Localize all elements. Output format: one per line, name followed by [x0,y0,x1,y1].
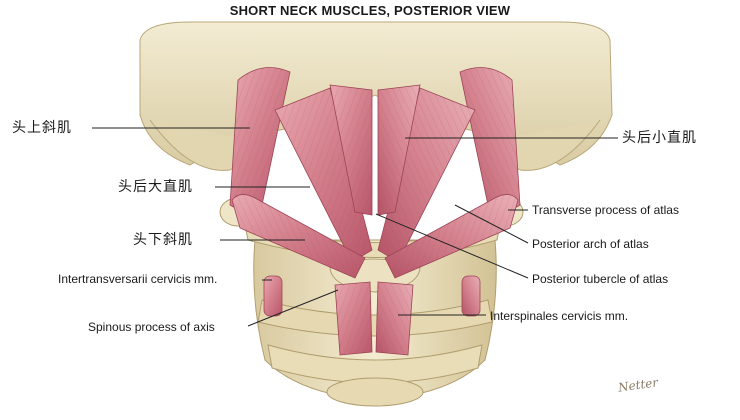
obliquus-inferior-right-fibers [385,194,518,278]
intertransversarii-left [263,275,283,317]
label-posterior-tubercle: Posterior tubercle of atlas [532,272,669,286]
interspinales-left-fibers [335,282,372,355]
obliquus-superior-right-fibers [460,67,520,210]
label-rectus-capitis-posterior-minor: 头后小直肌 [622,130,697,146]
obliquus-inferior-left-fibers [232,194,365,278]
diagram-title: SHORT NECK MUSCLES, POSTERIOR VIEW [229,3,511,18]
label-obliquus-capitis-superior: 头上斜肌 [12,120,72,136]
label-obliquus-capitis-inferior: 头下斜肌 [133,232,193,248]
rectus-major-left-fibers [275,88,372,262]
label-intertransversarii: Intertransversarii cervicis mm. [58,272,218,286]
interspinales-right-fibers [376,282,413,355]
rectus-minor-left-fibers [330,85,372,215]
label-posterior-arch: Posterior arch of atlas [532,237,649,251]
leader-posterior-arch [454,204,529,244]
leader-spinous-process [247,289,339,327]
leader-lines [92,127,618,327]
rectus-minor-right-fibers [378,85,420,215]
leader-posterior-tubercle [375,213,529,279]
vertebra-c4 [267,344,483,384]
label-transverse-process: Transverse process of atlas [532,203,679,217]
label-spinous-process: Spinous process of axis [88,320,215,334]
lower-spinous-tip [326,377,424,407]
rectus-major-right-fibers [378,88,475,262]
label-rectus-capitis-posterior-major: 头后大直肌 [118,179,193,195]
obliquus-superior-left-fibers [230,67,290,210]
label-interspinales: Interspinales cervicis mm. [490,309,629,323]
intertransversarii-right [461,275,481,317]
